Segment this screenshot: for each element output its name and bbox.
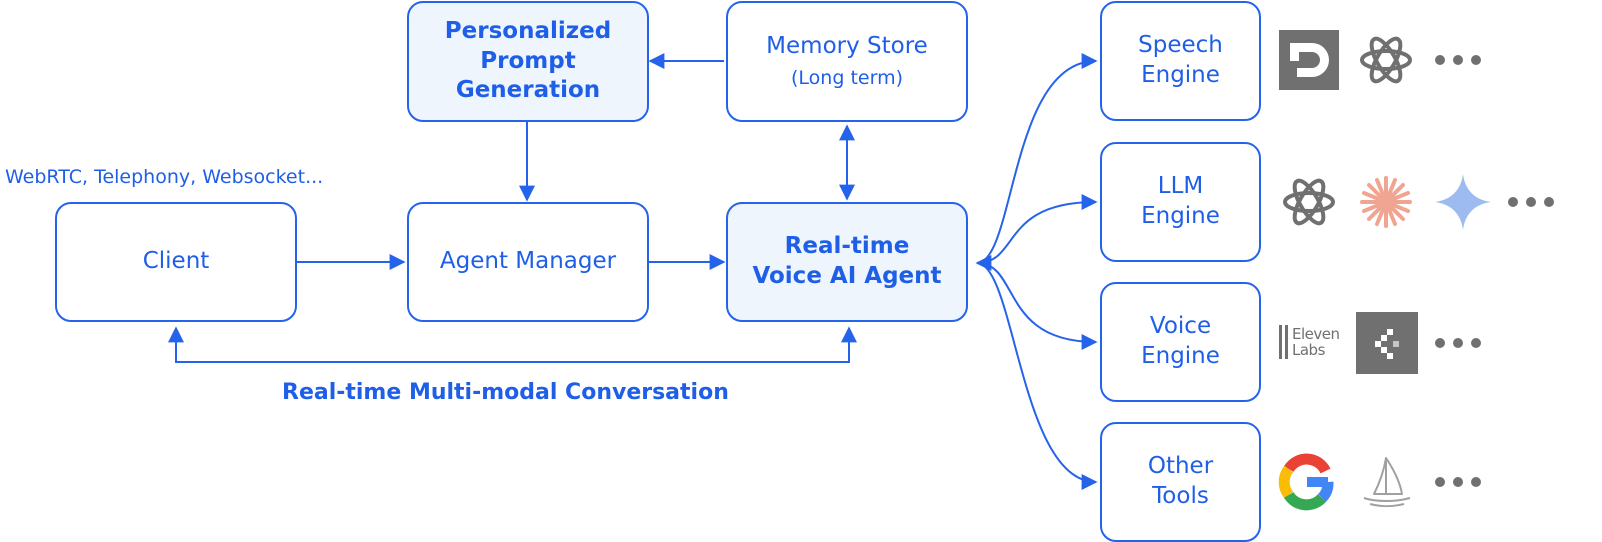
voice-agent-line-2: Voice AI Agent <box>752 263 942 289</box>
llm-engine-line-2: Engine <box>1141 203 1220 229</box>
anthropic-icon <box>1360 176 1412 228</box>
prompt-gen-line-2: Prompt <box>480 47 576 74</box>
memory-store-subtitle: (Long term) <box>791 67 903 90</box>
client-title: Client <box>142 248 210 275</box>
midjourney-icon <box>1363 457 1411 508</box>
arrow-agent-voice <box>976 262 1098 350</box>
cartesia-icon <box>1356 312 1418 374</box>
voice-engine-box: Voice Engine <box>1100 282 1261 402</box>
google-icon <box>1278 453 1334 511</box>
deepgram-icon <box>1279 30 1339 90</box>
elevenlabs-line-2: Labs <box>1292 341 1325 359</box>
openai-icon <box>1360 36 1412 84</box>
client-box: Client <box>55 202 297 322</box>
more-voice-providers-icon <box>1435 338 1481 348</box>
agent-manager-box: Agent Manager <box>407 202 649 322</box>
other-tools-line-2: Tools <box>1152 483 1209 509</box>
speech-engine-line-2: Engine <box>1141 62 1220 88</box>
llm-engine-line-1: LLM <box>1157 173 1204 200</box>
memory-store-box: Memory Store (Long term) <box>726 1 968 122</box>
other-tools-line-1: Other <box>1147 453 1214 480</box>
llm-engine-box: LLM Engine <box>1100 142 1261 262</box>
speech-engine-box: Speech Engine <box>1100 1 1261 121</box>
more-tool-providers-icon <box>1435 477 1481 487</box>
arrow-agent-llm <box>976 194 1098 264</box>
memory-store-title: Memory Store <box>766 33 928 60</box>
elevenlabs-icon: Eleven Labs <box>1279 322 1345 362</box>
personalized-prompt-generation-box: Personalized Prompt Generation <box>407 1 649 122</box>
gemini-icon <box>1435 174 1491 230</box>
elevenlabs-line-1: Eleven <box>1292 325 1340 343</box>
agent-manager-title: Agent Manager <box>439 248 617 275</box>
prompt-gen-line-3: Generation <box>455 77 601 104</box>
voice-ai-agent-box: Real-time Voice AI Agent <box>726 202 968 322</box>
more-llm-providers-icon <box>1508 197 1554 207</box>
arrow-agent-speech <box>975 53 1098 271</box>
arrow-agent-tools <box>976 262 1098 490</box>
conversation-caption: Real-time Multi-modal Conversation <box>282 380 729 405</box>
voice-agent-line-1: Real-time <box>784 233 910 260</box>
other-tools-box: Other Tools <box>1100 422 1261 542</box>
more-speech-providers-icon <box>1435 55 1481 65</box>
transport-note: WebRTC, Telephony, Websocket... <box>5 166 324 188</box>
voice-engine-line-1: Voice <box>1149 313 1212 340</box>
speech-engine-line-1: Speech <box>1138 32 1223 59</box>
openai-icon <box>1283 178 1335 226</box>
arrow-conversation-loop <box>168 326 857 363</box>
voice-engine-line-2: Engine <box>1141 343 1220 369</box>
prompt-gen-line-1: Personalized <box>444 17 612 44</box>
